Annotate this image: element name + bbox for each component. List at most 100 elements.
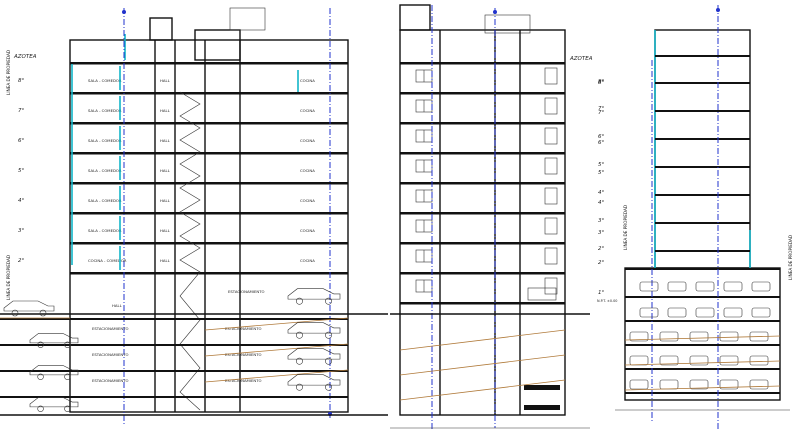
section-b-car xyxy=(527,287,557,301)
level-label: 2° xyxy=(598,260,604,266)
parked-car xyxy=(689,379,709,390)
car xyxy=(287,288,341,300)
door xyxy=(544,127,558,145)
parked-car xyxy=(689,355,709,366)
parked-car xyxy=(749,355,769,366)
car xyxy=(29,364,79,376)
room-label: SALA - COMEDOR xyxy=(88,228,122,233)
car-wheel xyxy=(325,357,332,365)
level-label: 8° xyxy=(598,80,604,86)
floor-slab xyxy=(400,302,565,305)
room-label: SALA - COMEDOR xyxy=(88,138,122,143)
excavation-line xyxy=(204,343,349,357)
parking-slab xyxy=(625,392,780,394)
car-wheel xyxy=(64,373,71,380)
hall-label: HALL xyxy=(160,258,171,263)
property-line-label: LINEA DE PROPIEDAD xyxy=(788,235,793,280)
excavation-line xyxy=(399,329,566,351)
excavation-line xyxy=(624,360,781,366)
section-a-stair xyxy=(179,91,201,411)
section-b-ramp-slab xyxy=(524,405,560,410)
floor-slab xyxy=(655,138,750,140)
kitchen-label: COCINA xyxy=(300,168,315,173)
door xyxy=(544,157,558,175)
parked-car xyxy=(667,307,687,318)
level-label: 7° xyxy=(598,106,604,112)
excavation-line xyxy=(624,385,781,391)
kitchen-label: COCINA xyxy=(300,258,315,263)
room-label: SALA - COMEDOR xyxy=(88,78,122,83)
car-wheel xyxy=(296,297,303,305)
npt-label: N.P.T. ±0.00 xyxy=(597,299,617,303)
floor-slab xyxy=(70,212,348,215)
section-a-basements: ESTACIONAMIENTOESTACIONAMIENTOESTACIONAM… xyxy=(0,318,348,398)
hall-label: HALL xyxy=(160,78,171,83)
parking-slab xyxy=(625,320,780,322)
parked-car xyxy=(695,307,715,318)
parked-car xyxy=(723,307,743,318)
car xyxy=(3,300,55,312)
car-wheel xyxy=(325,297,332,305)
car-wheel xyxy=(37,373,44,380)
level-label: 8° xyxy=(598,79,604,85)
car-wheel xyxy=(296,331,303,339)
section-a-tank xyxy=(149,17,173,41)
car-wheel xyxy=(325,331,332,339)
floor-slab xyxy=(70,152,348,155)
hall-label: HALL xyxy=(160,168,171,173)
floor-slab xyxy=(400,122,565,125)
section-a-levels: 8° SALA - COMEDOR HALL COCINA 7° SALA - COMED… xyxy=(18,66,315,270)
section-a-cars xyxy=(3,288,341,412)
floor-slab xyxy=(70,182,348,185)
car xyxy=(287,348,341,360)
parked-car xyxy=(629,331,649,342)
section-a-roof-tank xyxy=(229,7,266,31)
room-label: SALA - COMEDOR xyxy=(88,198,122,203)
parked-car xyxy=(659,379,679,390)
kitchen-label: COCINA xyxy=(300,198,315,203)
level-label: 7° xyxy=(18,108,24,114)
level-label: 2° xyxy=(598,246,604,252)
floor-slab xyxy=(70,242,348,245)
level-label: 7° xyxy=(598,110,604,116)
section-b-windows xyxy=(415,67,558,295)
parking-slab xyxy=(625,344,780,346)
section-b-slabs xyxy=(400,62,565,305)
parked-car xyxy=(751,281,771,292)
kitchen-label: COCINA xyxy=(300,138,315,143)
level-label: 8° xyxy=(18,78,24,84)
parked-car xyxy=(667,281,687,292)
car xyxy=(287,322,341,334)
level-label: 4° xyxy=(598,190,604,196)
car-wheel xyxy=(296,383,303,391)
section-b-shell xyxy=(399,29,566,416)
section-b-ramp-slab xyxy=(524,385,560,390)
car-wheel xyxy=(39,309,47,317)
floor-slab xyxy=(655,82,750,84)
basement-slab xyxy=(0,318,348,320)
parked-car xyxy=(659,331,679,342)
floor-slab xyxy=(400,62,565,65)
room-label: SALA - COMEDOR xyxy=(88,108,122,113)
floor-slab xyxy=(400,182,565,185)
parked-car xyxy=(719,379,739,390)
basement-slab xyxy=(0,396,348,398)
section-a-stair-tower xyxy=(194,29,241,61)
parked-car xyxy=(751,307,771,318)
floor-slab xyxy=(70,92,348,95)
parked-car xyxy=(639,307,659,318)
car xyxy=(29,396,79,408)
level-label: 3° xyxy=(598,230,604,236)
hall-label: HALL xyxy=(160,108,171,113)
parking-slab xyxy=(625,268,780,270)
section-c-tower xyxy=(654,29,751,269)
property-line-label: LINEA DE PROPIEDAD xyxy=(623,205,628,250)
section-b: AZOTEA 8°7°6°5°4°3°2°1° xyxy=(390,4,604,430)
floor-slab xyxy=(70,62,348,65)
level-label: 4° xyxy=(18,198,24,204)
kitchen-label: COCINA xyxy=(300,108,315,113)
car xyxy=(287,374,341,386)
basement-room-label: ESTACIONAMIENTO xyxy=(92,326,129,331)
